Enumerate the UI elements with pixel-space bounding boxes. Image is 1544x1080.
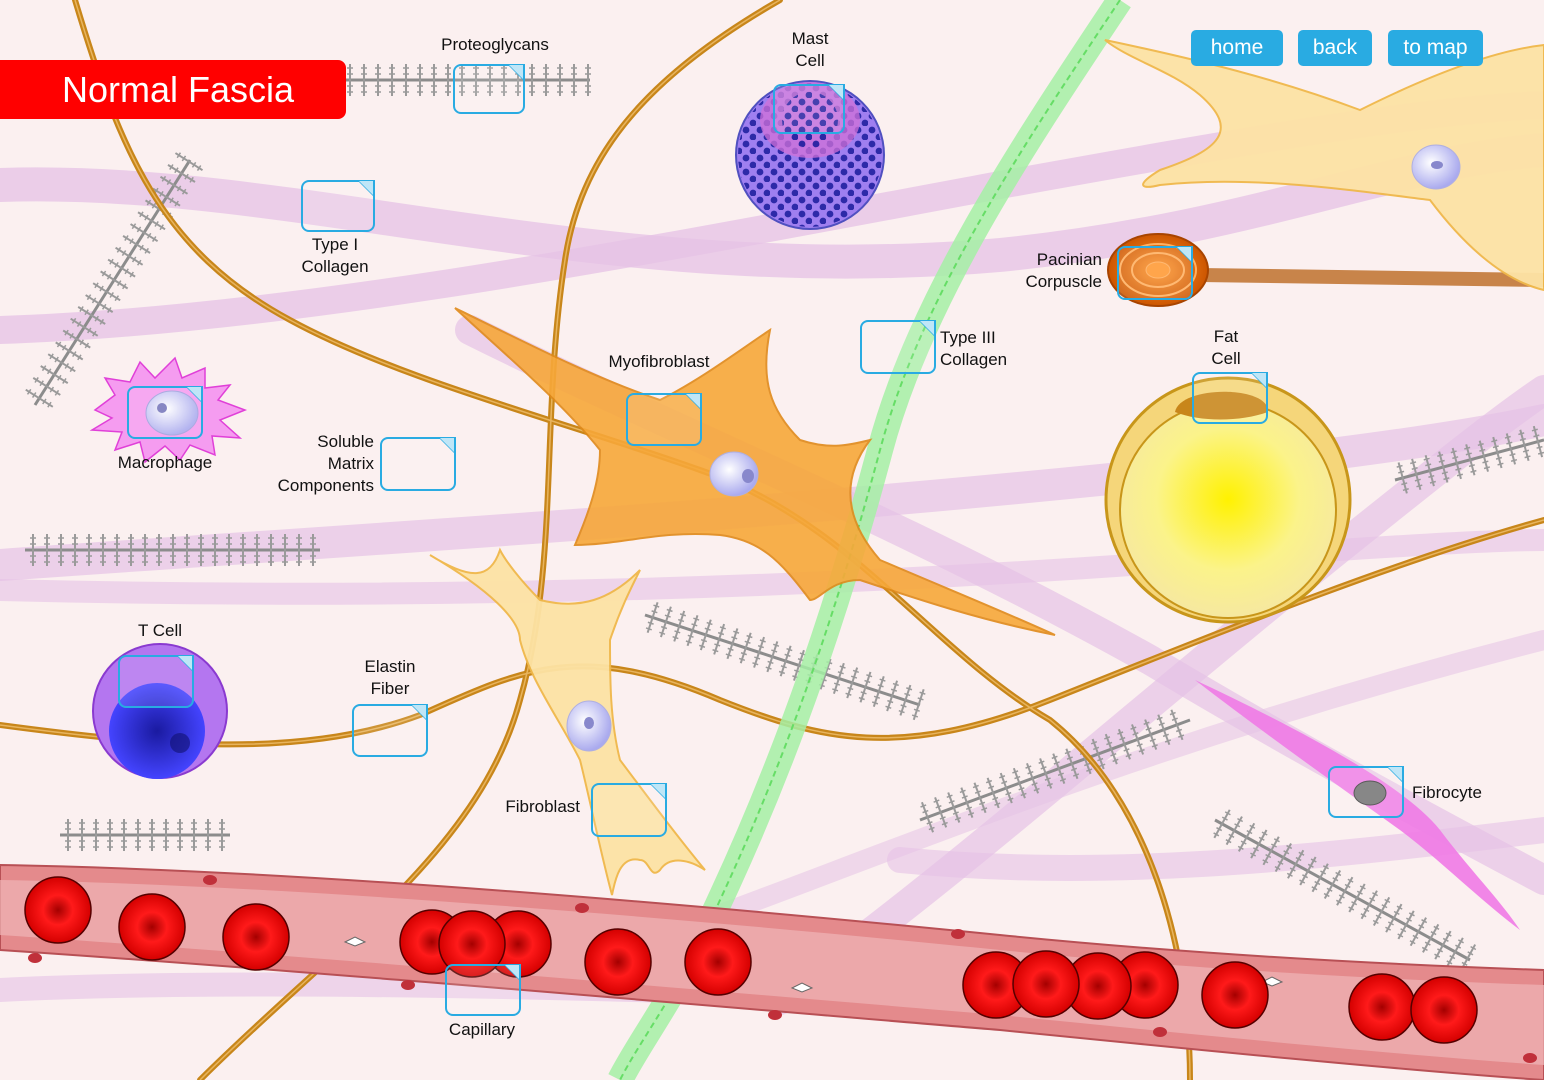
hotspot-mast-cell[interactable]	[773, 84, 845, 134]
hotspot-capillary[interactable]	[445, 964, 521, 1016]
page-title: Normal Fascia	[0, 60, 346, 119]
hotspot-fibrocyte[interactable]	[1328, 766, 1404, 818]
red-blood-cells	[24, 876, 1478, 1044]
label-elastin-fiber: Elastin Fiber	[364, 657, 416, 698]
page-fold-icon	[827, 84, 845, 102]
hotspot-t-cell[interactable]	[118, 655, 194, 708]
hotspot-elastin-fiber[interactable]	[352, 704, 428, 757]
fibroblast-top-right	[1104, 39, 1544, 292]
page-fold-icon	[649, 783, 667, 801]
page-fold-icon	[1250, 372, 1268, 390]
hotspot-macrophage[interactable]	[127, 386, 203, 439]
label-myofibroblast: Myofibroblast	[608, 352, 710, 371]
label-macrophage: Macrophage	[117, 453, 213, 472]
fibrocyte	[1195, 680, 1520, 930]
page-fold-icon	[507, 64, 525, 82]
label-t-cell: T Cell	[137, 621, 183, 640]
hotspot-myofibroblast[interactable]	[626, 393, 702, 446]
home-button[interactable]: home	[1191, 30, 1283, 66]
to-map-button[interactable]: to map	[1388, 30, 1483, 66]
page-fold-icon	[684, 393, 702, 411]
label-capillary: Capillary	[448, 1020, 516, 1039]
label-fat-cell: Fat Cell	[1211, 327, 1241, 368]
hotspot-fat-cell[interactable]	[1192, 372, 1268, 424]
label-type-iii-collagen: Type III Collagen	[940, 328, 1008, 369]
page-fold-icon	[357, 180, 375, 198]
page-fold-icon	[176, 655, 194, 673]
label-type-i-collagen: Type I Collagen	[301, 235, 369, 276]
hotspot-type-iii-collagen[interactable]	[860, 320, 936, 374]
page-fold-icon	[410, 704, 428, 722]
label-mast-cell: Mast Cell	[791, 29, 829, 70]
page-fold-icon	[1175, 246, 1193, 264]
label-fibrocyte: Fibrocyte	[1412, 783, 1482, 802]
hotspot-fibroblast[interactable]	[591, 783, 667, 837]
hotspot-pacinian-corpuscle[interactable]	[1117, 246, 1193, 300]
fat-cell	[1104, 376, 1352, 624]
page-fold-icon	[918, 320, 936, 338]
label-proteoglycans: Proteoglycans	[441, 35, 549, 54]
myofibroblast	[454, 307, 1056, 636]
fibroblast-lower	[429, 547, 706, 896]
capillary	[0, 863, 1544, 1080]
label-fibroblast: Fibroblast	[505, 797, 580, 816]
page-fold-icon	[185, 386, 203, 404]
page-fold-icon	[1386, 766, 1404, 784]
back-button[interactable]: back	[1298, 30, 1372, 66]
hotspot-proteoglycans[interactable]	[453, 64, 525, 114]
hotspot-soluble-matrix[interactable]	[380, 437, 456, 491]
page-fold-icon	[438, 437, 456, 455]
label-soluble-matrix: Soluble Matrix Components	[277, 432, 374, 495]
page-fold-icon	[503, 964, 521, 982]
hotspot-type-i-collagen[interactable]	[301, 180, 375, 232]
label-pacinian-corpuscle: Pacinian Corpuscle	[1025, 250, 1102, 291]
